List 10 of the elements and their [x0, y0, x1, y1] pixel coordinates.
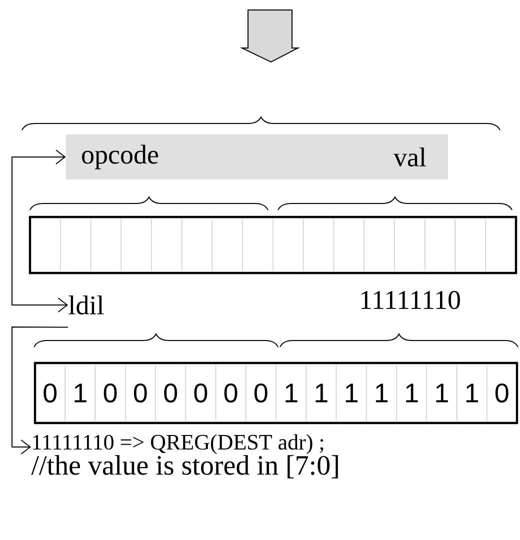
arrow: [12, 150, 68, 312]
arrow: [12, 326, 68, 454]
bit-register: 0 1 0 0 0 0 0 0 1 1 1 1 1 1 1 0: [34, 362, 518, 424]
register-box: [28, 216, 518, 274]
code-text: //the value is stored in [7:0]: [31, 455, 338, 478]
field-label: opcode: [82, 144, 158, 170]
field-label: ldil: [68, 296, 104, 314]
code-text: 11111110 => QREG(DEST adr) ;: [33, 434, 324, 454]
field-label: 11111110: [361, 290, 460, 310]
field-label: val: [394, 148, 426, 166]
